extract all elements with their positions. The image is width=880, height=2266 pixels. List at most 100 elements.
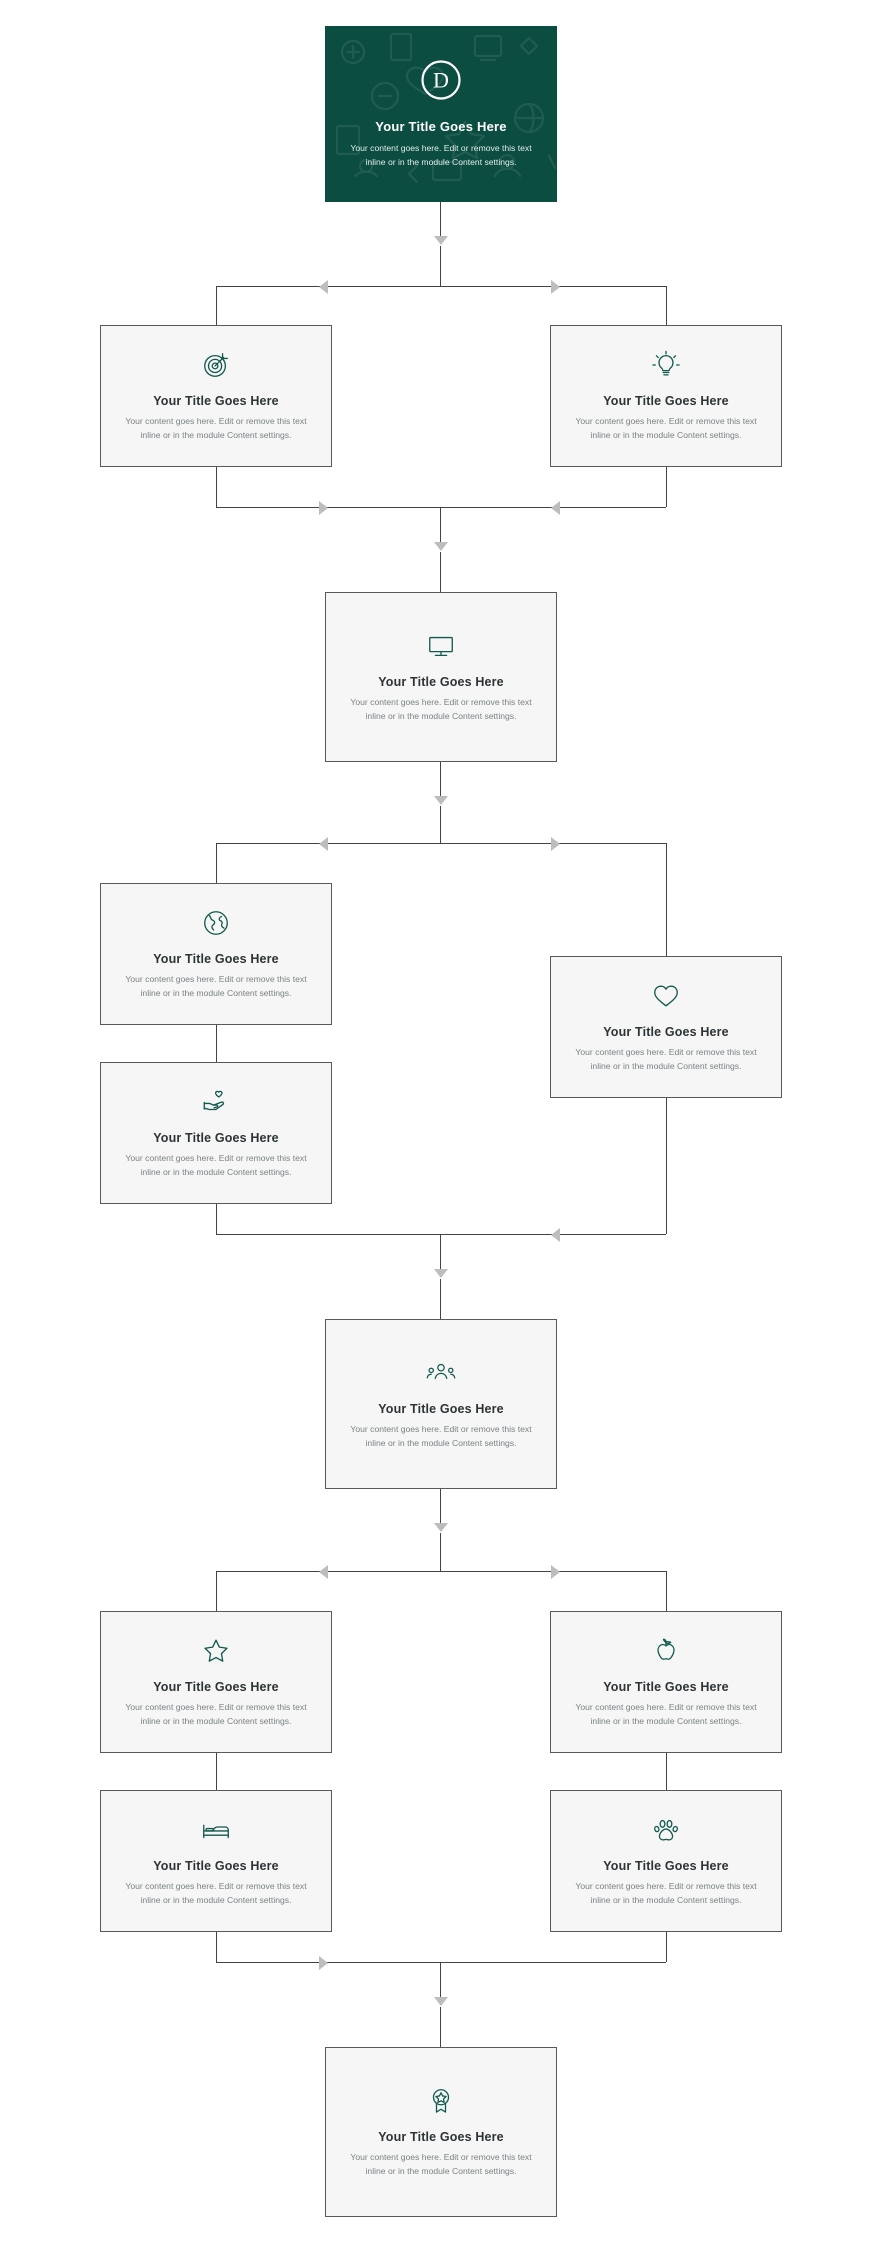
- card-heart[interactable]: Your Title Goes Here Your content goes h…: [550, 956, 782, 1098]
- card-title: Your Title Goes Here: [603, 1680, 729, 1695]
- arrow-left-merge1: [551, 501, 560, 515]
- connector-bed-down: [216, 1932, 217, 1962]
- connector-split2-down-2: [440, 806, 441, 843]
- card-paw[interactable]: Your Title Goes Here Your content goes h…: [550, 1790, 782, 1932]
- hero-title: Your Title Goes Here: [375, 118, 507, 134]
- card-title: Your Title Goes Here: [603, 1025, 729, 1040]
- card-globe[interactable]: Your Title Goes Here Your content goes h…: [100, 883, 332, 1025]
- connector-merge1-rise-left: [216, 467, 217, 507]
- card-title: Your Title Goes Here: [153, 1680, 279, 1695]
- card-people[interactable]: Your Title Goes Here Your content goes h…: [325, 1319, 557, 1489]
- connector-merge2-down: [440, 1234, 441, 1271]
- card-title: Your Title Goes Here: [378, 2130, 504, 2145]
- card-title: Your Title Goes Here: [378, 1402, 504, 1417]
- connector-hero-down-2: [440, 246, 441, 286]
- card-body: Your content goes here. Edit or remove t…: [125, 1881, 307, 1905]
- connector-heart-down: [666, 1098, 667, 1234]
- connector-merge3-down-2: [440, 2007, 441, 2047]
- card-award[interactable]: Your Title Goes Here Your content goes h…: [325, 2047, 557, 2217]
- card-target[interactable]: Your Title Goes Here Your content goes h…: [100, 325, 332, 467]
- connector-split2-down: [440, 762, 441, 799]
- connector-merge1-rise-right: [666, 467, 667, 507]
- connector-split3-drop-right: [666, 1571, 667, 1611]
- paw-icon: [651, 1815, 681, 1845]
- card-apple[interactable]: Your Title Goes Here Your content goes h…: [550, 1611, 782, 1753]
- people-group-icon: [425, 1358, 457, 1388]
- connector-split2-drop-left: [216, 843, 217, 883]
- hero-body: Your content goes here. Edit or remove t…: [350, 142, 532, 167]
- arrow-right-merge3: [319, 1956, 328, 1970]
- card-monitor[interactable]: Your Title Goes Here Your content goes h…: [325, 592, 557, 762]
- arrow-right-split2: [551, 837, 560, 851]
- connector-merge1-down-2: [440, 552, 441, 592]
- arrow-down-split3: [434, 1523, 448, 1532]
- monitor-icon: [426, 631, 456, 661]
- connector-merge2-bar-left: [216, 1234, 440, 1235]
- card-title: Your Title Goes Here: [603, 1859, 729, 1874]
- card-hand-heart[interactable]: Your Title Goes Here Your content goes h…: [100, 1062, 332, 1204]
- card-title: Your Title Goes Here: [153, 952, 279, 967]
- card-body: Your content goes here. Edit or remove t…: [125, 1153, 307, 1177]
- award-badge-icon: [426, 2086, 456, 2116]
- connector-globe-to-handheart: [216, 1025, 217, 1062]
- connector-merge1-bar-left: [216, 507, 440, 508]
- card-body: Your content goes here. Edit or remove t…: [575, 1702, 757, 1726]
- heart-icon: [651, 981, 681, 1011]
- card-lightbulb[interactable]: Your Title Goes Here Your content goes h…: [550, 325, 782, 467]
- connector-split2-drop-right: [666, 843, 667, 956]
- card-star[interactable]: Your Title Goes Here Your content goes h…: [100, 1611, 332, 1753]
- card-body: Your content goes here. Edit or remove t…: [575, 1047, 757, 1071]
- connector-split1-bar-left: [216, 286, 440, 287]
- arrow-left-merge2: [551, 1228, 560, 1242]
- card-title: Your Title Goes Here: [153, 1131, 279, 1146]
- connector-merge3-bar-left: [216, 1962, 440, 1963]
- arrow-right-split1: [551, 280, 560, 294]
- bed-icon: [200, 1815, 232, 1845]
- divi-logo-icon: D: [420, 59, 462, 101]
- connector-split1-drop-right: [666, 286, 667, 325]
- card-title: Your Title Goes Here: [153, 394, 279, 409]
- connector-apple-to-paw: [666, 1753, 667, 1790]
- arrow-down-hero: [434, 236, 448, 245]
- arrow-right-merge1: [319, 501, 328, 515]
- card-title: Your Title Goes Here: [153, 1859, 279, 1874]
- card-body: Your content goes here. Edit or remove t…: [350, 2152, 532, 2176]
- arrow-down-merge2: [434, 1269, 448, 1278]
- connector-split3-drop-left: [216, 1571, 217, 1611]
- connector-merge3-down: [440, 1962, 441, 1999]
- apple-icon: [651, 1636, 681, 1666]
- card-body: Your content goes here. Edit or remove t…: [350, 697, 532, 721]
- connector-merge1-down: [440, 507, 441, 544]
- connector-merge2-down-2: [440, 1279, 441, 1319]
- card-body: Your content goes here. Edit or remove t…: [125, 416, 307, 440]
- star-icon: [201, 1636, 231, 1666]
- arrow-down-merge3: [434, 1997, 448, 2006]
- connector-split3-down: [440, 1489, 441, 1526]
- connector-split3-down-2: [440, 1533, 441, 1571]
- connector-handheart-down: [216, 1204, 217, 1234]
- card-title: Your Title Goes Here: [378, 675, 504, 690]
- hero-card[interactable]: D Your Title Goes Here Your content goes…: [325, 26, 557, 202]
- arrow-left-split1: [319, 280, 328, 294]
- connector-split3-bar-left: [216, 1571, 440, 1572]
- card-bed[interactable]: Your Title Goes Here Your content goes h…: [100, 1790, 332, 1932]
- connector-merge3-bar-right: [440, 1962, 666, 1963]
- card-body: Your content goes here. Edit or remove t…: [125, 974, 307, 998]
- connector-paw-down: [666, 1932, 667, 1962]
- arrow-left-split2: [319, 837, 328, 851]
- card-body: Your content goes here. Edit or remove t…: [575, 416, 757, 440]
- target-icon: [201, 350, 231, 380]
- arrow-down-merge1: [434, 542, 448, 551]
- globe-icon: [201, 908, 231, 938]
- svg-text:D: D: [433, 67, 449, 92]
- card-body: Your content goes here. Edit or remove t…: [125, 1702, 307, 1726]
- connector-split2-bar-left: [216, 843, 440, 844]
- arrow-right-split3: [551, 1565, 560, 1579]
- hand-heart-icon: [201, 1087, 231, 1117]
- card-title: Your Title Goes Here: [603, 394, 729, 409]
- connector-split1-drop-left: [216, 286, 217, 325]
- arrow-down-split2: [434, 796, 448, 805]
- card-body: Your content goes here. Edit or remove t…: [575, 1881, 757, 1905]
- lightbulb-icon: [651, 350, 681, 380]
